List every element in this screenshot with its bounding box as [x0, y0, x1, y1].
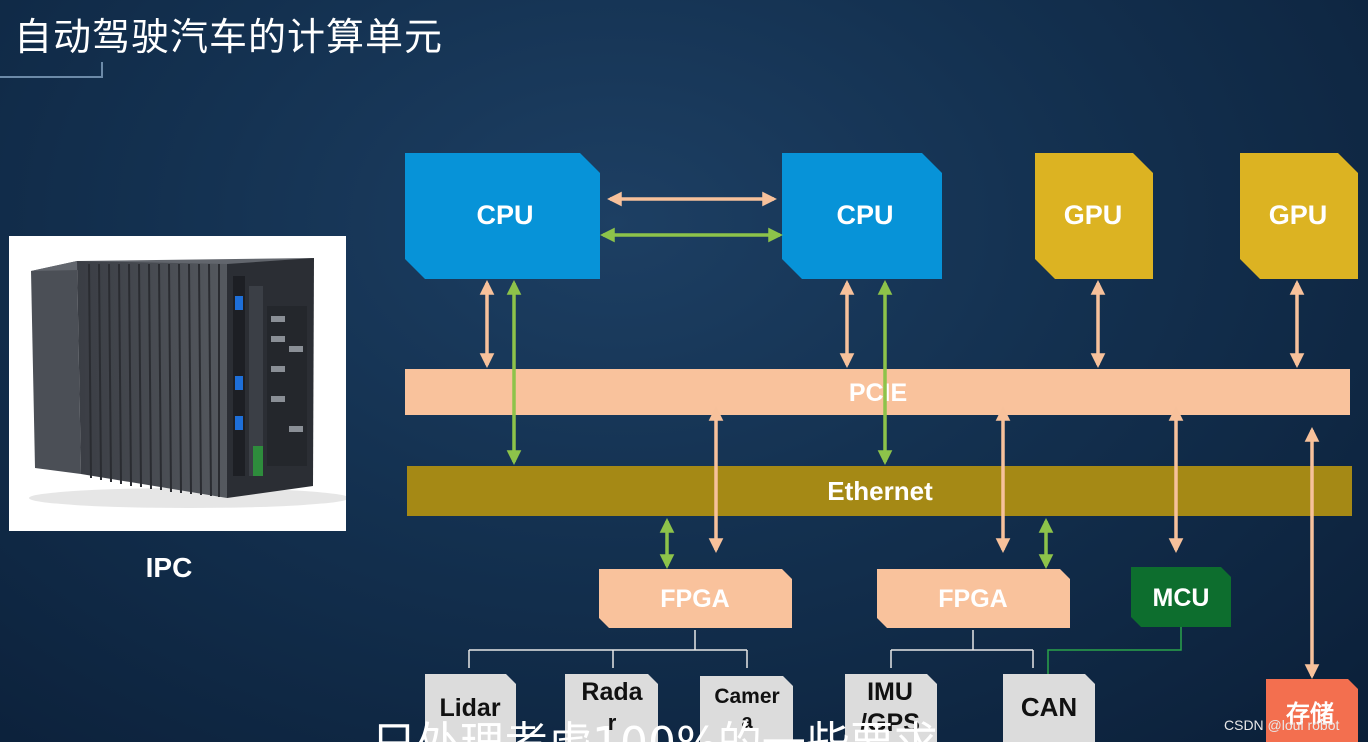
- sensor-camera-label-line2: a: [741, 711, 753, 733]
- gpu-block-1: [1035, 153, 1153, 279]
- cpu-block-1: [405, 153, 600, 279]
- sensor-can: [1003, 674, 1095, 742]
- sensor-imu-gps: [845, 674, 937, 742]
- fpga-block-1-label: FPGA: [660, 585, 729, 613]
- gpu-block-2: [1240, 153, 1358, 279]
- fpga-block-1: [599, 569, 792, 628]
- sensor-imu-gps-label-line2: /GPS: [860, 709, 920, 737]
- mcu-block-label: MCU: [1153, 584, 1210, 612]
- page-title: 自动驾驶汽车的计算单元: [14, 15, 444, 59]
- cpu-block-1-label: CPU: [476, 200, 533, 230]
- fpga-block-2: [877, 569, 1070, 628]
- ipc-label: IPC: [145, 552, 193, 583]
- pcie-bus-label: PCIE: [849, 379, 907, 407]
- ipc-image: [9, 236, 349, 531]
- storage-block-label: 存储: [1286, 700, 1334, 728]
- ethernet-bus-label: Ethernet: [827, 476, 933, 506]
- sensor-camera-label-line1: Camer: [714, 685, 779, 708]
- sensor-radar-label-line1: Rada: [581, 678, 643, 706]
- cpu-block-2: [782, 153, 942, 279]
- video-subtitle: 只处理考虑100%的一些要求: [372, 722, 938, 742]
- title-underline: [0, 62, 103, 78]
- ipc-device-illustration: [29, 258, 349, 508]
- storage-block: [1266, 679, 1358, 742]
- pcie-bus: [405, 369, 1350, 415]
- sensor-lidar-label: Lidar: [439, 694, 500, 722]
- sensor-radar-label-line2: r: [608, 710, 617, 735]
- sensor-can-label: CAN: [1021, 692, 1077, 722]
- gpu-block-1-label: GPU: [1064, 200, 1123, 230]
- cpu-block-2-label: CPU: [836, 200, 893, 230]
- sensor-camera: [700, 676, 793, 742]
- ethernet-bus: [407, 466, 1352, 516]
- sensor-imu-gps-label-line1: IMU: [867, 678, 913, 706]
- sensor-connector-lines: [468, 630, 1034, 668]
- mcu-block: [1131, 567, 1231, 627]
- mcu-can-link: [1047, 627, 1182, 675]
- gpu-block-2-label: GPU: [1269, 200, 1328, 230]
- watermark: CSDN @loui robot: [1224, 717, 1340, 733]
- sensor-lidar: [425, 674, 516, 742]
- sensor-radar: [565, 674, 658, 742]
- fpga-block-2-label: FPGA: [938, 585, 1007, 613]
